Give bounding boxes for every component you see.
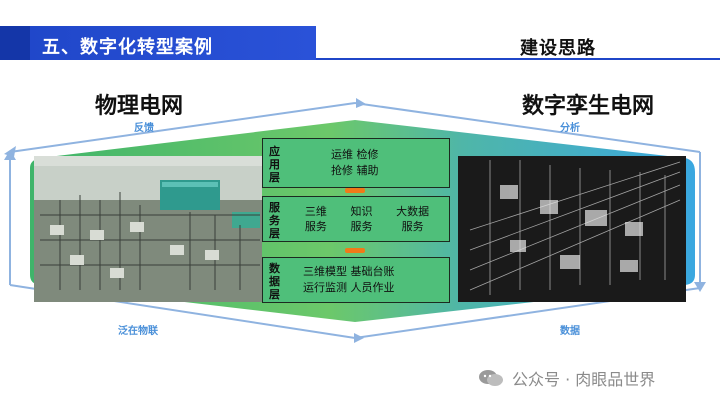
service-item-3d: 三维 服务: [304, 205, 327, 233]
arrow-top-right: [354, 102, 701, 153]
watermark: 公众号 · 肉眼品世界: [478, 366, 655, 390]
section-header-bar: [0, 26, 316, 60]
service-item-bigdata: 大数据 服务: [396, 205, 430, 233]
layer-item: 三维模型 基础台账: [303, 265, 395, 278]
section-header-accent: [0, 26, 30, 60]
arrow-head-right: [694, 282, 706, 292]
digital-twin-image: [458, 156, 686, 302]
layer-connector: [345, 248, 365, 253]
layer-item: 运维 检修: [331, 148, 379, 161]
layer-title: 数据层: [269, 262, 280, 301]
digital-twin-grid-title: 数字孪生电网: [522, 94, 655, 119]
arrow-head-bottom-middle: [354, 333, 364, 343]
physical-substation-image: [34, 156, 262, 302]
arrow-head-top-middle: [356, 98, 366, 108]
analysis-label: 分析: [560, 123, 580, 134]
wechat-icon: [479, 370, 503, 386]
slide-title: 建设思路: [520, 38, 596, 59]
data-label: 数据: [560, 326, 580, 337]
watermark-text: 公众号 · 肉眼品世界: [512, 370, 656, 389]
arrow-head-left: [4, 150, 16, 160]
layer-connector: [345, 188, 365, 193]
application-layer: 应用层 运维 检修 抢修 辅助: [262, 138, 450, 188]
arrow-top-left: [9, 102, 356, 153]
layer-title: 服务层: [269, 201, 280, 240]
service-item-knowledge: 知识 服务: [350, 205, 373, 233]
layer-item: 运行监测 人员作业: [303, 281, 395, 294]
ubiquitous-iot-label: 泛在物联: [118, 326, 158, 337]
physical-grid-title: 物理电网: [95, 94, 184, 119]
section-title: 五、数字化转型案例: [42, 37, 213, 58]
layer-item: 抢修 辅助: [331, 164, 379, 177]
service-layer: 服务层 三维 服务 知识 服务 大数据 服务: [262, 196, 450, 242]
feedback-label: 反馈: [134, 123, 154, 134]
data-layer: 数据层 三维模型 基础台账 运行监测 人员作业: [262, 257, 450, 303]
layer-title: 应用层: [269, 145, 280, 184]
header-divider: [316, 58, 720, 60]
